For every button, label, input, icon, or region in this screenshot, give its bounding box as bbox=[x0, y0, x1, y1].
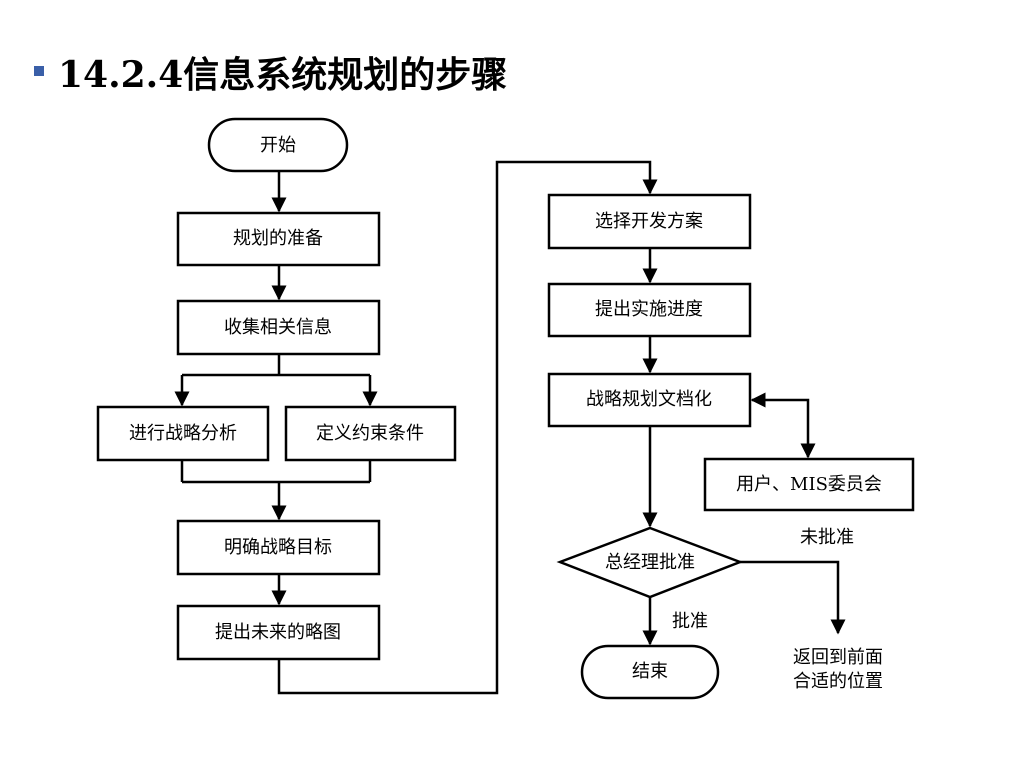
label-not-approved: 未批准 bbox=[800, 527, 854, 548]
node-choose bbox=[547, 193, 752, 250]
node-approve bbox=[556, 526, 744, 599]
node-sketch bbox=[176, 604, 381, 661]
node-goals-label: 明确战略目标 bbox=[224, 537, 332, 558]
node-schedule-label: 提出实施进度 bbox=[595, 299, 703, 320]
slide-title: 14.2.4信息系统规划的步骤 bbox=[58, 54, 508, 96]
node-choose-label: 选择开发方案 bbox=[595, 211, 703, 232]
edge-sketch-choose bbox=[277, 160, 658, 695]
node-approve-label: 总经理批准 bbox=[605, 552, 695, 573]
node-end bbox=[580, 644, 720, 700]
connectors bbox=[174, 160, 846, 695]
node-users-label: 用户、MIS委员会 bbox=[736, 474, 882, 495]
edge-document-users bbox=[750, 392, 816, 459]
node-document bbox=[547, 372, 752, 428]
node-constraints bbox=[284, 405, 457, 462]
node-start-label: 开始 bbox=[260, 135, 296, 156]
node-collect-label: 收集相关信息 bbox=[224, 317, 332, 338]
title-bullet bbox=[34, 66, 44, 76]
node-goals bbox=[176, 519, 381, 576]
label-approved: 批准 bbox=[672, 611, 708, 632]
node-prepare-label: 规划的准备 bbox=[233, 228, 323, 249]
node-prepare bbox=[176, 211, 381, 267]
node-analyze-label: 进行战略分析 bbox=[129, 423, 237, 444]
label-return-line2: 合适的位置 bbox=[793, 671, 883, 692]
node-end-label: 结束 bbox=[632, 661, 668, 682]
node-document-label: 战略规划文档化 bbox=[586, 389, 712, 410]
node-sketch-label: 提出未来的略图 bbox=[215, 622, 341, 643]
node-start bbox=[207, 117, 349, 173]
node-constraints-label: 定义约束条件 bbox=[316, 423, 424, 444]
edge-approve-return bbox=[740, 560, 846, 635]
node-schedule bbox=[547, 282, 752, 338]
label-return-line1: 返回到前面 bbox=[793, 647, 883, 668]
node-analyze bbox=[96, 405, 270, 462]
node-users bbox=[703, 457, 915, 512]
node-collect bbox=[176, 299, 381, 356]
